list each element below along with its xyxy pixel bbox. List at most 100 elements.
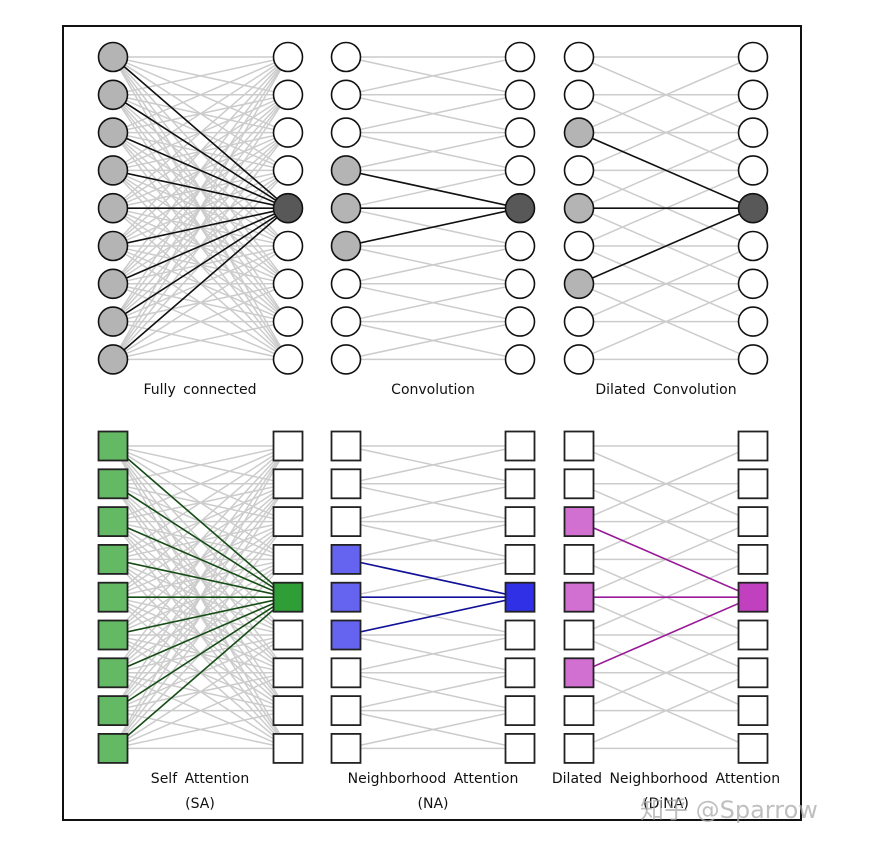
conv-output-node (504, 117, 536, 148)
fc-input-node (97, 41, 129, 73)
fc-output-node (272, 41, 304, 73)
sa-edge (112, 445, 289, 523)
na-edge (345, 445, 521, 485)
conv-output-node (504, 41, 536, 73)
sa-input-node (97, 657, 129, 689)
na-edge (345, 520, 521, 561)
sublabel-sa: (SA) (185, 796, 215, 812)
fc-input-node (97, 344, 129, 375)
conv-output-node (504, 155, 536, 186)
sa-output-node (272, 506, 304, 538)
fc-edge (112, 56, 289, 172)
na-input-node (330, 544, 362, 575)
dina-highlight-edge (578, 596, 754, 674)
conv-input-node (330, 268, 362, 300)
dconv-edge (578, 94, 754, 172)
na-edge (345, 672, 521, 712)
conv-input-node (330, 192, 362, 224)
na-edge (345, 709, 521, 750)
sa-input-node (97, 695, 129, 726)
sa-highlight-edge (112, 596, 289, 674)
conv-output-node (504, 230, 536, 262)
sa-input-node (97, 468, 129, 500)
conv-edge (345, 245, 521, 285)
dconv-edge (578, 56, 754, 134)
dina-input-node (563, 544, 595, 575)
na-input-node (330, 468, 362, 500)
fc-highlight-edge (112, 169, 289, 209)
dina-input-node (563, 506, 595, 538)
fc-edge (112, 283, 289, 361)
fc-input-node (97, 230, 129, 262)
dconv-highlight-edge (578, 207, 754, 285)
fc-output-node (272, 230, 304, 262)
dina-edge (578, 672, 754, 750)
dconv-input-node (563, 306, 595, 337)
label-fully-connected: Fully connected (143, 382, 257, 398)
conv-edge (345, 283, 521, 323)
fc-input-node (97, 117, 129, 148)
na-input-node (330, 506, 362, 538)
dconv-output-node (737, 306, 769, 337)
sa-output-node (272, 695, 304, 726)
fc-input-node (97, 192, 129, 224)
sa-highlight-edge (112, 596, 289, 750)
label-dilated-neighborhood-attention: Dilated Neighborhood Attention (551, 771, 781, 787)
dina-highlight-edge (578, 520, 754, 598)
na-output-node (504, 506, 536, 538)
sa-output-node (272, 733, 304, 764)
fc-output-node (272, 306, 304, 337)
fc-edge (112, 56, 289, 134)
conv-highlight-edge (345, 169, 521, 209)
conv-output-node (504, 79, 536, 111)
label-convolution: Convolution (391, 382, 475, 398)
dina-output-node (737, 657, 769, 689)
conv-edge (345, 94, 521, 134)
dconv-highlight-edge (578, 131, 754, 209)
sa-output-node (272, 430, 304, 462)
fc-output-node (272, 268, 304, 300)
fc-input-node (97, 268, 129, 300)
na-input-node (330, 733, 362, 764)
conv-output-node (504, 192, 536, 224)
sa-highlight-edge (112, 520, 289, 598)
sa-highlight-edge (112, 445, 289, 598)
dina-output-node (737, 619, 769, 651)
na-output-node (504, 619, 536, 651)
na-edge (345, 634, 521, 674)
fc-input-node (97, 79, 129, 111)
sa-output-node (272, 657, 304, 689)
conv-edge (345, 131, 521, 172)
dconv-input-node (563, 268, 595, 300)
na-output-node (504, 544, 536, 575)
dina-input-node (563, 733, 595, 764)
dina-output-node (737, 581, 769, 613)
na-highlight-edge (345, 558, 521, 598)
dconv-input-node (563, 192, 595, 224)
fc-input-node (97, 155, 129, 186)
fc-input-node (97, 306, 129, 337)
fc-edge (112, 320, 289, 361)
dconv-output-node (737, 268, 769, 300)
sa-input-node (97, 619, 129, 651)
na-input-node (330, 581, 362, 613)
conv-input-node (330, 344, 362, 375)
na-input-node (330, 695, 362, 726)
dconv-input-node (563, 79, 595, 111)
dina-output-node (737, 695, 769, 726)
na-output-node (504, 695, 536, 726)
conv-edge (345, 320, 521, 361)
na-output-node (504, 733, 536, 764)
fc-output-node (272, 344, 304, 375)
fc-output-node (272, 117, 304, 148)
fc-highlight-edge (112, 207, 289, 285)
dina-output-node (737, 544, 769, 575)
sa-output-node (272, 544, 304, 575)
dconv-output-node (737, 344, 769, 375)
dina-input-node (563, 619, 595, 651)
sa-edge (112, 709, 289, 750)
dina-input-node (563, 468, 595, 500)
conv-input-node (330, 79, 362, 111)
dina-edge (578, 634, 754, 712)
conv-output-node (504, 306, 536, 337)
